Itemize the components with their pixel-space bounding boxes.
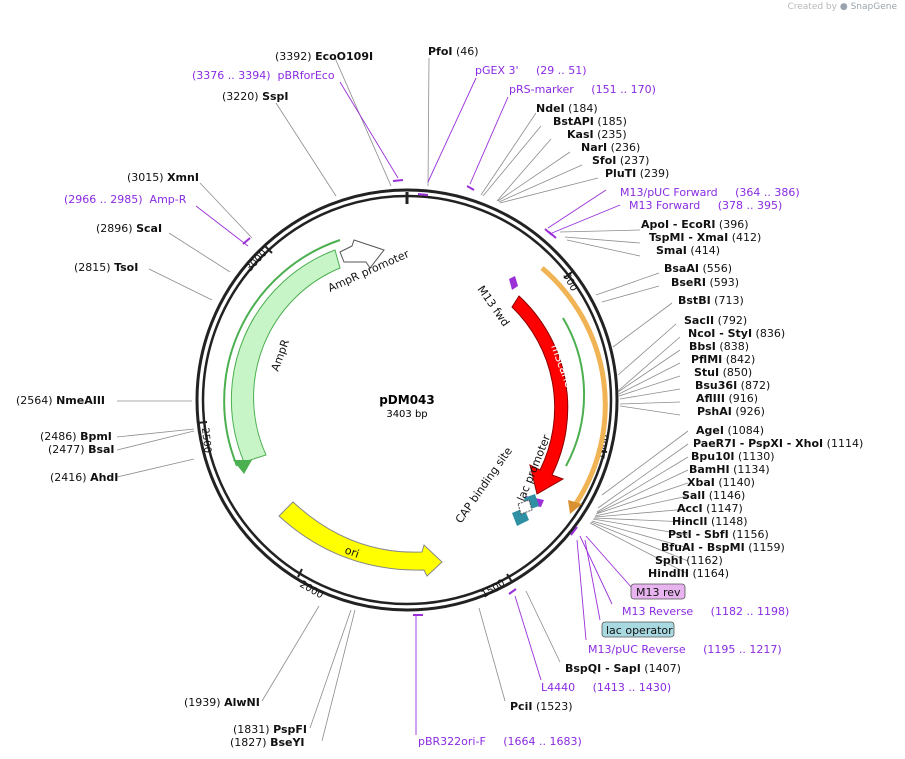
primer-pRS-marker: pRS-marker (151 .. 170)	[509, 83, 656, 96]
primer-m13-puc-reverse: M13/pUC Reverse (1195 .. 1217)	[588, 643, 782, 656]
tick-label-1500: 1500	[480, 578, 507, 601]
primer-pGEX3: pGEX 3' (29 .. 51)	[475, 64, 587, 77]
enzyme-paeR7I: PaeR7I - PspXI - XhoI (1114)	[693, 437, 863, 450]
primer-pBR322ori-F: pBR322ori-F (1664 .. 1683)	[418, 735, 582, 748]
enzyme-apoI: ApoI - EcoRI (396)	[641, 218, 749, 231]
plasmid-name: pDM043	[379, 393, 435, 407]
enzyme-bpmI: (2486) BpmI	[40, 430, 112, 443]
enzyme-xbaI: XbaI (1140)	[687, 476, 755, 489]
ampR-promoter-arrow	[339, 239, 385, 269]
enzyme-pflMI: PflMI (842)	[691, 353, 755, 366]
primer-m13-reverse: M13 Reverse (1182 .. 1198)	[622, 605, 789, 618]
enzyme-ahdI: (2416) AhdI	[50, 471, 118, 484]
primer-m13-forward: M13 Forward (378 .. 395)	[629, 199, 782, 212]
lac-arrowhead	[568, 500, 582, 514]
enzyme-ncoI: NcoI - StyI (836)	[688, 327, 785, 340]
primer-m13-puc-forward: M13/pUC Forward (364 .. 386)	[620, 186, 800, 199]
m13-fwd-label: M13 fwd	[475, 283, 512, 329]
enzyme-salI: SalI (1146)	[682, 489, 745, 502]
enzyme-bseYI: (1827) BseYI	[230, 736, 305, 749]
lac-arc	[540, 266, 608, 507]
plasmid-length: 3403 bp	[386, 409, 427, 420]
cap-dotted-arrow	[517, 499, 533, 515]
enzyme-scaI: (2896) ScaI	[96, 222, 162, 235]
enzyme-nmeAIII: (2564) NmeAIII	[16, 394, 105, 407]
enzyme-bspQI: BspQI - SapI (1407)	[565, 662, 681, 675]
ori-label: ori	[343, 544, 361, 561]
lac-operator-box-label: lac operator	[606, 624, 673, 637]
enzyme-narI: NarI (236)	[581, 141, 640, 154]
snapgene-credit: Created by ● SnapGene	[787, 2, 897, 12]
cap-site-label: CAP binding site	[453, 445, 515, 526]
enzyme-sfoI: SfoI (237)	[592, 154, 649, 167]
enzyme-bfuAI: BfuAI - BspMI (1159)	[661, 541, 785, 554]
mScarlet3-feature	[511, 295, 586, 495]
enzyme-bsu36I: Bsu36I (872)	[695, 379, 770, 392]
lac-operator-label-box: lac operator	[601, 621, 675, 638]
enzyme-labels: (3392) EcoO109I PfoI (46) (3220) SspI Nd…	[16, 45, 863, 749]
enzyme-bseRI: BseRI (593)	[671, 276, 739, 289]
m13-rev-box-label: M13 rev	[636, 586, 681, 599]
enzyme-sphI: SphI (1162)	[655, 554, 723, 567]
enzyme-sacII: SacII (792)	[684, 314, 747, 327]
enzyme-bstAPI: BstAPI (185)	[553, 115, 627, 128]
enzyme-bpu10I: Bpu10I (1130)	[691, 450, 775, 463]
enzyme-bsaAI: BsaAI (556)	[664, 262, 732, 275]
enzyme-xmnI: (3015) XmnI	[127, 171, 199, 184]
primer-leaders	[195, 77, 633, 735]
enzyme-pspFI: (1831) PspFI	[233, 723, 307, 736]
m13-rev-box: M13 rev	[630, 583, 686, 600]
tick-label-2500: 2500	[199, 427, 213, 453]
enzyme-pluTI: PluTI (239)	[605, 167, 669, 180]
primer-pBRforEco: (3376 .. 3394) pBRforEco	[192, 69, 335, 82]
enzyme-sspI: (3220) SspI	[222, 90, 289, 103]
snapgene-logo-icon: ●	[839, 2, 848, 12]
enzyme-pfoI: PfoI (46)	[428, 45, 479, 58]
enzyme-alwNI: (1939) AlwNI	[184, 696, 260, 709]
ampR-feature	[223, 239, 341, 474]
enzyme-ageI: AgeI (1084)	[696, 424, 764, 437]
ampR-label: AmpR	[269, 337, 293, 373]
enzyme-bstBI: BstBI (713)	[678, 294, 744, 307]
enzyme-leaders	[116, 57, 689, 742]
ori-arrow	[278, 501, 443, 577]
enzyme-pciI: PciI (1523)	[510, 700, 573, 713]
enzyme-bsaI: (2477) BsaI	[48, 443, 115, 456]
enzyme-smaI: SmaI (414)	[656, 244, 720, 257]
m13-fwd-arrow	[509, 276, 518, 290]
backbone	[195, 188, 619, 612]
enzyme-aflIII: AflIII (916)	[696, 392, 758, 405]
tick-label-2000: 2000	[298, 579, 326, 601]
enzyme-bbsI: BbsI (838)	[689, 340, 749, 353]
primer-amp-r: (2966 .. 2985) Amp-R	[64, 193, 187, 206]
enzyme-tspMI: TspMI - XmaI (412)	[649, 231, 761, 244]
primer-labels: (3376 .. 3394) pBRforEco pGEX 3' (29 .. …	[64, 64, 800, 748]
enzyme-tsoI: (2815) TsoI	[74, 261, 138, 274]
enzyme-hindIII: HindIII (1164)	[648, 567, 729, 580]
primer-l4440: L4440 (1413 .. 1430)	[541, 681, 671, 694]
primer-markers	[242, 179, 578, 616]
enzyme-ecoO109I: (3392) EcoO109I	[275, 50, 373, 63]
credit-prefix: Created by	[787, 2, 837, 12]
credit-brand: SnapGene	[850, 2, 897, 12]
enzyme-ndeI: NdeI (184)	[536, 102, 598, 115]
enzyme-pstI: PstI - SbfI (1156)	[668, 528, 769, 541]
enzyme-hincII: HincII (1148)	[672, 515, 748, 528]
enzyme-bamHI: BamHI (1134)	[689, 463, 770, 476]
enzyme-accI: AccI (1147)	[677, 502, 743, 515]
enzyme-stuI: StuI (850)	[694, 366, 752, 379]
enzyme-pshAI: PshAI (926)	[697, 405, 765, 418]
enzyme-kasI: KasI (235)	[567, 128, 627, 141]
